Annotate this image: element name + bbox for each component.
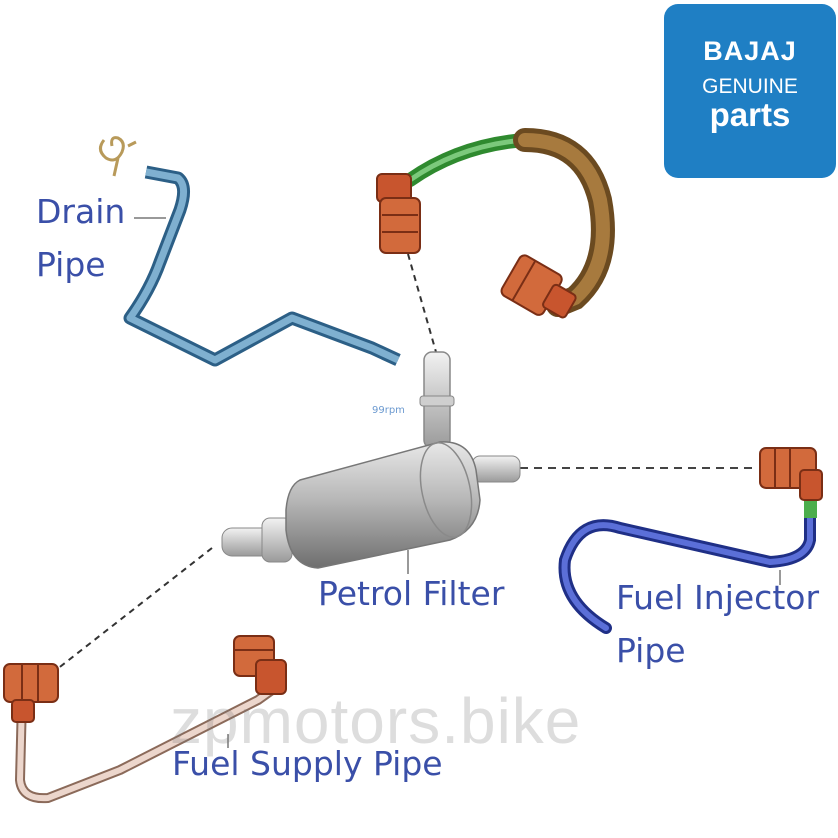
left-dashed-leader xyxy=(55,547,213,671)
fuel-supply-pipe-label: Fuel Supply Pipe xyxy=(172,744,443,783)
drain-pipe-label-line1: Drain xyxy=(36,192,126,231)
bajaj-genuine-parts-logo: BAJAJ GENUINE parts xyxy=(664,4,836,178)
supply-right-connector-icon xyxy=(233,635,287,695)
top-pipe-green xyxy=(403,133,532,187)
fuel-injector-pipe-label: Fuel Injector Pipe xyxy=(616,572,819,678)
small-watermark: 99rpm xyxy=(372,405,405,416)
logo-brand: BAJAJ xyxy=(703,36,797,66)
supply-left-connector-icon xyxy=(3,663,59,723)
logo-genuine: GENUINE xyxy=(702,75,798,98)
drain-clip-icon xyxy=(99,136,137,177)
fuel-injector-label-line2: Pipe xyxy=(616,630,686,670)
site-watermark: zpmotors.bike xyxy=(170,685,582,757)
fuel-injector-label-line1: Fuel Injector xyxy=(616,578,820,617)
top-right-connector-icon xyxy=(500,254,577,319)
top-dashed-leader xyxy=(407,253,437,353)
petrol-filter-label: Petrol Filter xyxy=(318,574,505,613)
injector-connector-icon xyxy=(759,447,823,501)
logo-parts: parts xyxy=(709,96,791,133)
drain-pipe-label-line2: Pipe xyxy=(36,244,106,284)
drain-pipe-label: Drain Pipe xyxy=(36,186,125,292)
top-left-connector-icon xyxy=(376,173,421,254)
petrol-filter xyxy=(221,441,521,569)
